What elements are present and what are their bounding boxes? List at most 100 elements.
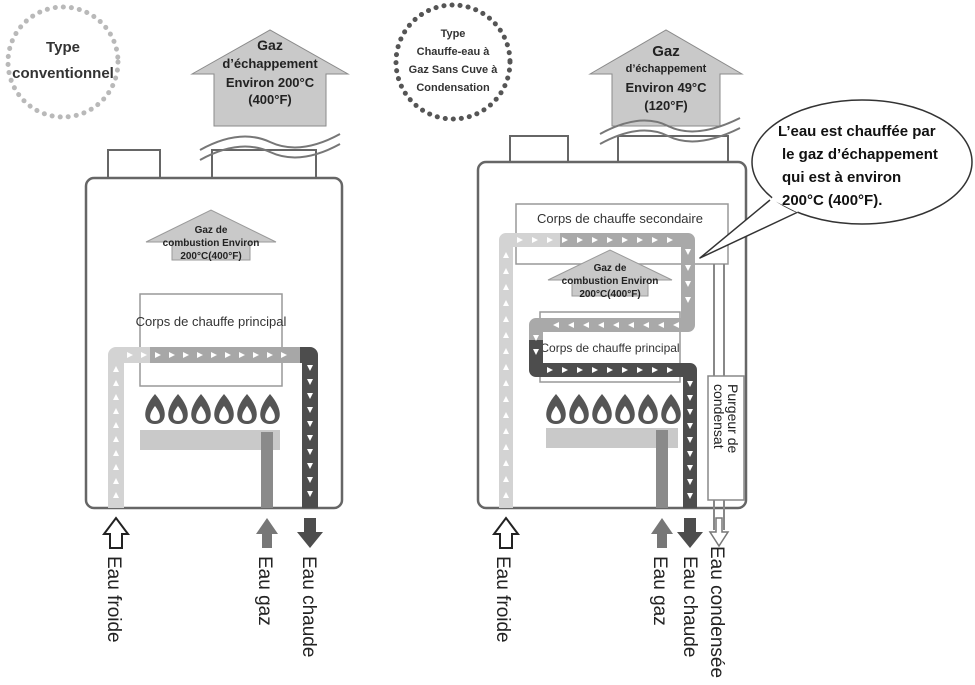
condensate-trap-line2: condensat <box>711 384 727 449</box>
flow-chevron <box>637 237 643 243</box>
flow-chevron <box>517 237 523 243</box>
flow-chevron <box>628 322 634 328</box>
flow-chevron <box>685 281 691 287</box>
type-badge-right <box>393 2 513 122</box>
flow-chevron <box>547 237 553 243</box>
flow-chevron <box>113 464 119 470</box>
flow-chevron <box>155 352 161 358</box>
flow-chevron <box>169 352 175 358</box>
flow-chevron <box>568 322 574 328</box>
flow-chevron <box>113 366 119 372</box>
combustion-right-line3: 200°C(400°F) <box>579 289 640 300</box>
flow-chevron <box>643 322 649 328</box>
flow-chevron <box>667 367 673 373</box>
combustion-left-line2: combustion Environ <box>163 238 260 249</box>
flow-chevron <box>307 407 313 413</box>
exhaust-arrow-right <box>588 29 744 127</box>
flow-chevron <box>685 297 691 303</box>
conventional-heater: Type conventionnel Gaz d’échappement Env… <box>5 4 350 657</box>
flow-chevron <box>239 352 245 358</box>
arrow-up-outline-icon <box>492 516 520 549</box>
type-badge-left-line1: Type <box>46 39 80 56</box>
main-exchanger-right-label: Corps de chauffe principal <box>540 341 679 355</box>
flow-chevron <box>592 367 598 373</box>
flow-chevron <box>658 322 664 328</box>
exhaust-right-line4: (120°F) <box>644 98 688 113</box>
combustion-left-line1: Gaz de <box>195 225 228 236</box>
flow-chevron <box>225 352 231 358</box>
exhaust-left-line4: (400°F) <box>248 92 292 107</box>
burner-flames-left <box>145 394 280 424</box>
exhaust-left-line3: Environ 200°C <box>226 75 315 90</box>
flow-chevron <box>211 352 217 358</box>
exhaust-right-line2: d’échappement <box>626 63 707 75</box>
label-hot-water-right: Eau chaude <box>679 556 700 657</box>
combustion-left-line3: 200°C(400°F) <box>180 251 241 262</box>
flow-chevron <box>533 335 539 341</box>
exhaust-wave-left <box>199 133 341 151</box>
flow-chevron <box>183 352 189 358</box>
flow-chevron <box>307 463 313 469</box>
flow-chevron <box>307 421 313 427</box>
gas-pipe-right <box>656 430 668 508</box>
flow-chevron <box>113 436 119 442</box>
arrow-down-outline-icon <box>708 517 730 548</box>
flow-chevron <box>577 237 583 243</box>
flow-chevron <box>577 367 583 373</box>
flow-chevron <box>503 380 509 386</box>
callout-line3: qui est à environ <box>782 169 901 186</box>
flow-chevron <box>503 252 509 258</box>
arrow-up-solid-icon <box>651 518 673 548</box>
secondary-exchanger-label: Corps de chauffe secondaire <box>537 211 703 226</box>
flow-chevron <box>622 237 628 243</box>
flow-chevron <box>253 352 259 358</box>
exhaust-right-line3: Environ 49°C <box>625 80 707 95</box>
flow-chevron <box>503 348 509 354</box>
flow-chevron <box>583 322 589 328</box>
condensate-trap-line1: Purgeur de <box>725 384 741 453</box>
flow-chevron <box>503 268 509 274</box>
type-badge-right-line3: Gaz Sans Cuve à <box>409 64 499 76</box>
flow-chevron <box>607 367 613 373</box>
flow-chevron <box>547 367 553 373</box>
burner-right <box>546 428 678 448</box>
flow-chevron <box>113 478 119 484</box>
vent-left-1 <box>107 149 161 179</box>
flow-chevron <box>113 422 119 428</box>
condensate-trap <box>707 375 745 501</box>
exhaust-left-line2: d’échappement <box>222 56 318 71</box>
flow-chevron <box>113 408 119 414</box>
exhaust-left-line1: Gaz <box>257 37 283 53</box>
combustion-arrow-right <box>547 249 673 297</box>
flow-chevron <box>687 479 693 485</box>
flow-chevron <box>687 451 693 457</box>
flow-chevron <box>503 332 509 338</box>
flow-chevron <box>503 444 509 450</box>
flow-chevron <box>613 322 619 328</box>
flow-chevron <box>503 364 509 370</box>
flow-chevron <box>607 237 613 243</box>
flow-chevron <box>503 284 509 290</box>
flow-chevron <box>687 437 693 443</box>
label-condensate-water: Eau condensée <box>706 546 727 678</box>
label-gas-water-left: Eau gaz <box>254 556 275 626</box>
vent-left-2 <box>211 149 317 179</box>
flow-chevron <box>687 423 693 429</box>
flow-chevron <box>113 450 119 456</box>
flow-chevron <box>113 492 119 498</box>
type-badge-left-line2: conventionnel <box>12 65 114 82</box>
flow-chevron <box>562 237 568 243</box>
flow-chevron <box>503 428 509 434</box>
flow-chevron <box>532 237 538 243</box>
flow-chevron <box>503 316 509 322</box>
flow-chevron <box>197 352 203 358</box>
flow-chevron <box>622 367 628 373</box>
label-hot-water-left: Eau chaude <box>298 556 319 657</box>
flow-chevron <box>687 465 693 471</box>
main-exchanger-left <box>139 293 283 387</box>
combustion-arrow-left <box>145 209 277 261</box>
flow-chevron <box>307 365 313 371</box>
flow-chevron <box>113 380 119 386</box>
